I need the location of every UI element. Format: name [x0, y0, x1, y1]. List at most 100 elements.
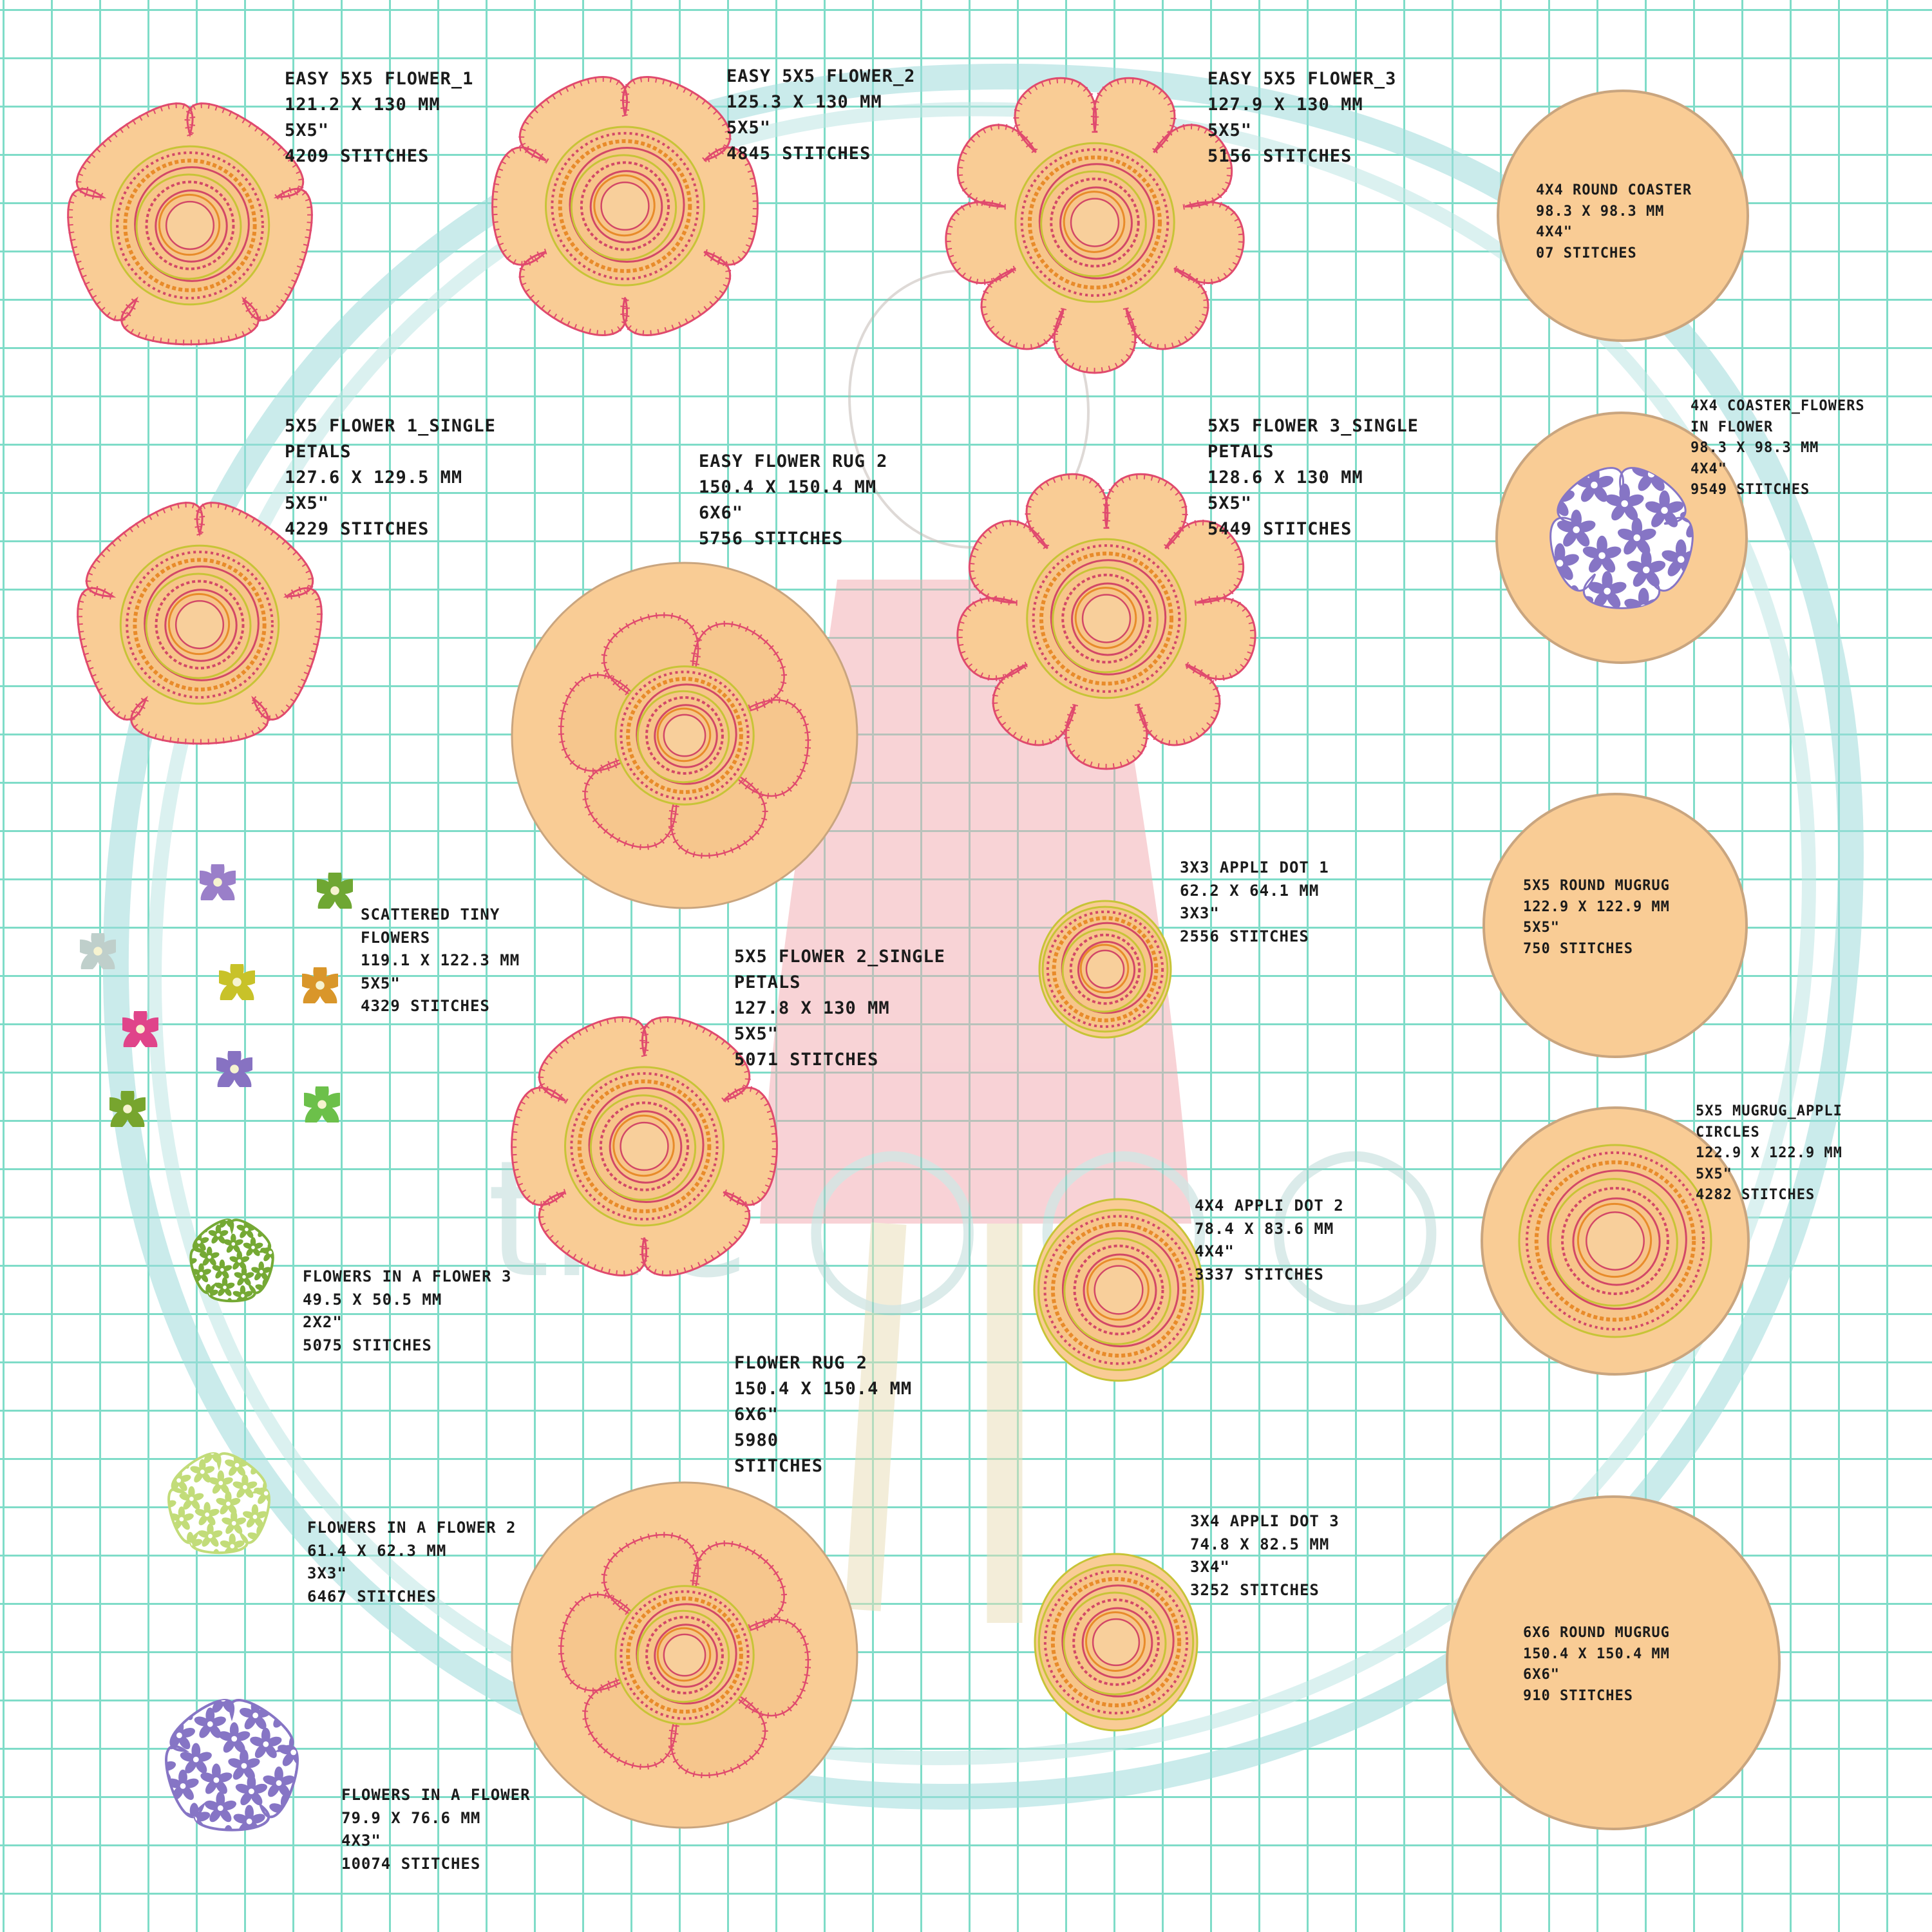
- design-5x5-flower-1-single-petals: [48, 471, 352, 779]
- design-spec: 5X5": [1208, 493, 1253, 513]
- design-spec: PETALS: [1208, 441, 1274, 462]
- design-title: 3X4 APPLI DOT 3: [1190, 1512, 1340, 1530]
- tiny-flower-icon: [73, 925, 123, 973]
- design-spec: 62.2 X 64.1 MM: [1180, 881, 1320, 900]
- design-flowers-in-a-flower: [144, 1678, 319, 1853]
- design-spec: PETALS: [285, 441, 352, 462]
- design-5x5-round-mugrug: [1482, 793, 1748, 1058]
- design-title: 5X5 FLOWER 1_SINGLE: [285, 416, 496, 436]
- tiny-flower-icon: [295, 960, 345, 1007]
- design-title: 3X3 APPLI DOT 1: [1180, 858, 1329, 876]
- design-flowers-in-a-flower-3: [177, 1206, 287, 1316]
- tiny-flower-icon: [115, 1003, 166, 1051]
- design-spec: 5075 STITCHES: [303, 1336, 432, 1354]
- design-spec: 6467 STITCHES: [307, 1587, 437, 1605]
- design-spec: 4X4": [1195, 1242, 1235, 1261]
- design-spec: 4229 STITCHES: [285, 518, 430, 539]
- design-spec: 150.4 X 150.4 MM: [699, 477, 877, 497]
- design-spec: 4845 STITCHES: [726, 143, 871, 164]
- label-5x5-mugrug-appli-circles: 5X5 MUGRUG_APPLI CIRCLES 122.9 X 122.9 MM 5…: [1696, 1101, 1842, 1206]
- design-spec: 5X5": [726, 117, 772, 138]
- design-5x5-mugrug-appli-circles: [1481, 1106, 1750, 1376]
- label-3x3-appli-dot-1: 3X3 APPLI DOT 1 62.2 X 64.1 MM 3X3" 2556 ST…: [1180, 857, 1329, 948]
- design-spec: 127.8 X 130 MM: [734, 998, 890, 1018]
- design-spec: 2556 STITCHES: [1180, 927, 1309, 945]
- design-spec: CIRCLES: [1696, 1124, 1760, 1141]
- design-spec: 2X2": [303, 1313, 343, 1332]
- design-title: EASY 5X5 FLOWER_2: [726, 66, 916, 86]
- label-6x6-round-mugrug: 6X6 ROUND MUGRUG 150.4 X 150.4 MM 6X6" 910 …: [1523, 1623, 1670, 1707]
- design-title: EASY FLOWER RUG 2: [699, 451, 888, 471]
- design-flower-rug-2: [511, 1481, 858, 1829]
- design-easy-5x5-flower-2: [473, 52, 777, 360]
- tiny-flower-icon: [212, 956, 262, 1004]
- tiny-flower-icon: [310, 865, 360, 913]
- tiny-flower-icon: [209, 1043, 260, 1091]
- design-title: FLOWERS IN A FLOWER 3: [303, 1267, 512, 1285]
- design-4x4-round-coaster: [1497, 90, 1749, 342]
- design-spec: 6X6": [699, 502, 744, 523]
- design-spec: FLOWERS: [361, 928, 431, 947]
- design-spec: 4X4": [1690, 460, 1727, 477]
- design-spec: 5449 STITCHES: [1208, 518, 1352, 539]
- design-title: 5X5 FLOWER 2_SINGLE: [734, 947, 945, 967]
- design-spec: 5X5": [734, 1023, 779, 1044]
- design-title: 4X4 COASTER_FLOWERS: [1690, 398, 1865, 414]
- design-spec: 3X3": [307, 1564, 347, 1583]
- design-spec: 5X5": [1696, 1166, 1732, 1182]
- design-easy-flower-rug-2: [511, 562, 858, 909]
- design-spec: 3X3": [1180, 904, 1220, 923]
- design-spec: 6X6": [1523, 1667, 1560, 1683]
- design-3x4-appli-dot-3: [1032, 1551, 1200, 1733]
- design-spec: 5071 STITCHES: [734, 1049, 879, 1070]
- design-title: 4X4 APPLI DOT 2: [1195, 1197, 1344, 1215]
- design-title: SCATTERED TINY: [361, 905, 500, 923]
- design-title: FLOWERS IN A FLOWER 2: [307, 1519, 516, 1537]
- design-title: FLOWERS IN A FLOWER: [341, 1786, 531, 1804]
- design-title: 5X5 ROUND MUGRUG: [1523, 878, 1670, 894]
- label-5x5-flower-1-single-petals: 5X5 FLOWER 1_SINGLE PETALS 127.6 X 129.5 M…: [285, 413, 496, 542]
- label-5x5-flower-2-single-petals: 5X5 FLOWER 2_SINGLE PETALS 127.8 X 130 MM 5…: [734, 944, 945, 1073]
- design-spec: 5X5": [285, 493, 330, 513]
- design-spec: 5756 STITCHES: [699, 528, 844, 549]
- design-spec: 4209 STITCHES: [285, 146, 430, 166]
- design-spec: 79.9 X 76.6 MM: [341, 1808, 481, 1827]
- design-title: 5X5 MUGRUG_APPLI: [1696, 1103, 1842, 1119]
- design-spec: 5X5": [1208, 120, 1253, 140]
- design-6x6-round-mugrug: [1446, 1495, 1781, 1830]
- design-easy-5x5-flower-1: [38, 71, 342, 379]
- design-spec: 9549 STITCHES: [1690, 482, 1810, 498]
- design-spec: 150.4 X 150.4 MM: [1523, 1645, 1670, 1662]
- design-spec: 910 STITCHES: [1523, 1687, 1633, 1704]
- design-spec: 128.6 X 130 MM: [1208, 467, 1363, 488]
- tiny-flower-icon: [102, 1083, 153, 1131]
- design-flowers-in-a-flower-2: [152, 1437, 286, 1571]
- design-spec: 122.9 X 122.9 MM: [1696, 1145, 1842, 1162]
- design-spec: 5156 STITCHES: [1208, 146, 1352, 166]
- design-title: EASY 5X5 FLOWER_3: [1208, 69, 1397, 89]
- design-spec: 121.2 X 130 MM: [285, 94, 440, 115]
- design-easy-5x5-flower-3: [942, 68, 1247, 377]
- design-spec: 74.8 X 82.5 MM: [1190, 1535, 1330, 1553]
- design-spec: 750 STITCHES: [1523, 940, 1633, 957]
- design-spec: 78.4 X 83.6 MM: [1195, 1219, 1334, 1238]
- design-spec: PETALS: [734, 972, 801, 992]
- design-5x5-flower-3-single-petals: [954, 464, 1259, 773]
- design-spec: 125.3 X 130 MM: [726, 91, 882, 112]
- design-title: 6X6 ROUND MUGRUG: [1523, 1625, 1670, 1641]
- design-spec: 119.1 X 122.3 MM: [361, 951, 520, 970]
- design-spec: 127.6 X 129.5 MM: [285, 467, 463, 488]
- design-spec: 5X5": [1523, 920, 1560, 936]
- design-spec: 98.3 X 98.3 MM: [1536, 203, 1665, 220]
- design-spec: 4282 STITCHES: [1696, 1187, 1815, 1204]
